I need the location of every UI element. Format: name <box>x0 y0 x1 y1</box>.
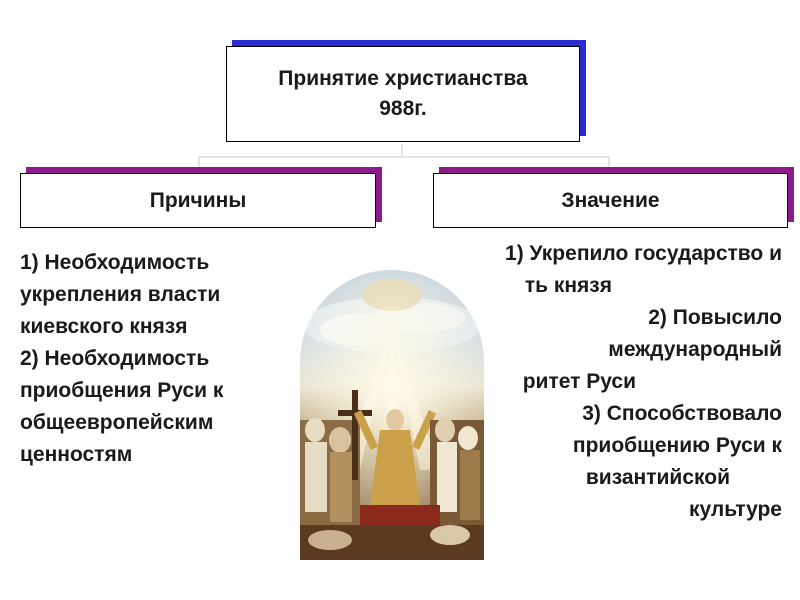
significance-line: ть князя <box>524 274 612 297</box>
reasons-label: Причины <box>149 188 247 212</box>
reasons-line: 1) Необходимость <box>20 251 210 274</box>
significance-box: Значение <box>433 173 788 228</box>
reasons-box: Причины <box>20 173 376 228</box>
reasons-list: 1) Необходимость укрепления власти киевс… <box>20 247 295 471</box>
title-box: Принятие христианства 988г. <box>226 46 580 142</box>
significance-line: 3) Способствовало <box>582 402 782 425</box>
reasons-line: приобщения Руси к <box>20 379 224 402</box>
significance-list: 1) Укрепило государство и ть князя 2) По… <box>410 238 782 526</box>
reasons-line: киевского князя <box>20 315 188 338</box>
connector-line <box>401 144 403 158</box>
connector-line <box>198 156 200 170</box>
reasons-line: общеевропейским <box>20 411 214 434</box>
painting-illustration <box>300 270 484 560</box>
title-line-1: Принятие христианства <box>278 67 528 90</box>
significance-line: 2) Повысило <box>648 306 782 329</box>
reasons-line: ценностям <box>20 443 133 466</box>
significance-line: культуре <box>688 498 782 521</box>
connector-line <box>198 156 610 158</box>
significance-line: ритет Руси <box>522 370 636 393</box>
reasons-line: укрепления власти <box>20 283 221 306</box>
reasons-line: 2) Необходимость <box>20 347 210 370</box>
significance-label: Значение <box>561 188 660 212</box>
significance-line: 1) Укрепило государство и <box>505 242 782 265</box>
baptism-painting <box>300 270 484 560</box>
significance-line: международный <box>608 338 782 361</box>
significance-line: византийской <box>585 466 730 489</box>
title-line-2: 988г. <box>379 97 427 120</box>
significance-line: приобщению Руси к <box>572 434 782 457</box>
connector-line <box>608 156 610 170</box>
